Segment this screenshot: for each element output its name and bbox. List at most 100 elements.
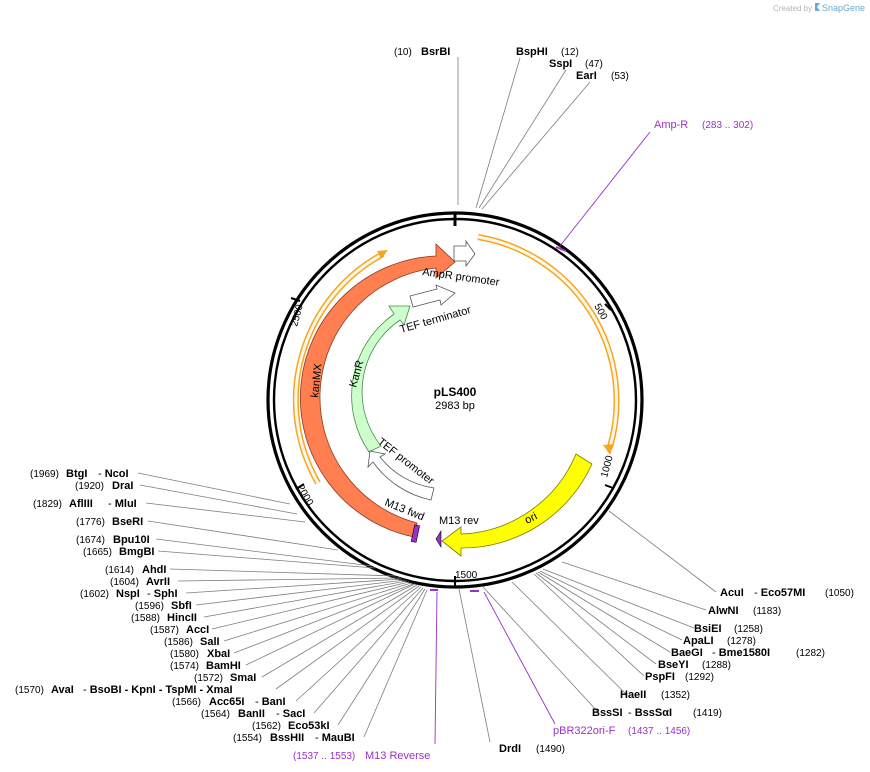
kanmx-feature[interactable] [299,243,456,538]
site-ahdi-pos: (1614) [105,565,134,576]
plasmid-name: pLS400 [434,385,477,399]
kanmx-arc-outer[interactable] [294,252,384,484]
site-apali-pos: (1278) [727,636,756,647]
site-xbai[interactable]: XbaI [207,648,230,660]
amp-r-name[interactable]: Amp-R [654,119,688,131]
site-pspfi[interactable]: PspFI [645,671,675,683]
m13-rev-label: M13 rev [439,515,479,527]
site-bme1580i[interactable]: - Bme1580I [712,647,770,659]
site-hincii-pos: (1588) [131,613,160,624]
m13-reverse-name[interactable]: M13 Reverse [365,750,430,762]
svg-text:1000: 1000 [599,454,615,479]
credit-brand: SnapGene [822,3,865,13]
ampr-promoter-arrow[interactable] [453,239,476,268]
site-drdi[interactable]: DrdI [499,743,521,755]
top-leaders [457,57,591,210]
site-bsshii[interactable]: BssHII [270,732,304,744]
site-afliii[interactable]: AflIII [69,498,93,510]
site-banii[interactable]: BanII [238,708,265,720]
site-drai[interactable]: DraI [112,480,133,492]
site-apali[interactable]: ApaLI [683,635,714,647]
ampr-arrowhead [603,444,614,455]
amp-r-leader [559,131,651,247]
site-bsrbi-pos: (10) [394,47,412,58]
site-bpu10i-pos: (1674) [76,535,105,546]
site-acui-pos: (1050) [825,588,854,599]
site-sali[interactable]: SalI [200,636,220,648]
site-bsssi-pos: (1419) [693,708,722,719]
ampr-arc[interactable] [477,235,619,448]
site-eco53ki-pos: (1562) [252,721,281,732]
site-nspi[interactable]: NspI [116,588,140,600]
tef-promoter-arrow[interactable] [367,450,435,501]
left-leaders [137,472,428,738]
site-bmgbi-pos: (1665) [83,547,112,558]
kanmx-label: kanMX [309,362,325,398]
kanr-feature[interactable] [351,305,411,453]
m13-reverse-leader [434,591,438,745]
m13-fwd-feature[interactable] [410,524,420,543]
tick-1500: 1500 [455,570,478,581]
site-eco57mi[interactable]: - Eco57MI [754,587,805,599]
site-saci[interactable]: - SacI [276,708,305,720]
m13-rev-feature[interactable] [435,529,442,549]
pbr-leader [483,591,556,725]
site-ncoi[interactable]: - NcoI [98,468,129,480]
site-bamhi[interactable]: BamHI [206,660,241,672]
site-baegi-pos: (1282) [796,648,825,659]
tick-mark-1000 [604,484,614,489]
tef-terminator-label: TEF terminator [399,304,473,336]
site-eari[interactable]: EarI [576,70,597,82]
site-sbfi[interactable]: SbfI [171,600,192,612]
site-bani[interactable]: - BanI [255,696,286,708]
site-bseyi[interactable]: BseYI [658,659,689,671]
site-eari-pos: (53) [611,71,629,82]
site-eco53ki[interactable]: Eco53kI [288,720,330,732]
site-avrii[interactable]: AvrII [146,576,170,588]
plasmid-length: 2983 bp [435,400,475,412]
site-haeii-pos: (1352) [661,690,690,701]
site-hincii[interactable]: HincII [167,612,197,624]
site-bsiei[interactable]: BsiEI [694,623,722,635]
site-pspfi-pos: (1292) [685,672,714,683]
site-drai-pos: (1920) [75,481,104,492]
site-sspi[interactable]: SspI [549,58,572,70]
site-bsiei-pos: (1258) [734,624,763,635]
site-alwni[interactable]: AlwNI [708,605,739,617]
m13-reverse-range: (1537 .. 1553) [293,751,355,762]
site-acci-pos: (1587) [150,625,179,636]
tick-1000: 1000 [599,454,615,479]
site-ahdi[interactable]: AhdI [142,564,166,576]
site-acc65i[interactable]: Acc65I [209,696,244,708]
site-xbai-pos: (1580) [170,649,199,660]
site-avrii-pos: (1604) [110,577,139,588]
site-acc65i-pos: (1566) [172,697,201,708]
site-bsphi[interactable]: BspHI [516,46,548,58]
site-sphi[interactable]: - SphI [147,588,178,600]
site-banii-pos: (1564) [201,709,230,720]
site-bmgbi[interactable]: BmgBI [119,546,154,558]
site-bsssi[interactable]: BssSI [592,707,623,719]
site-maubi[interactable]: - MauBI [315,732,355,744]
site-sspi-pos: (47) [585,59,603,70]
site-acui[interactable]: AcuI [720,587,744,599]
site-haeii[interactable]: HaeII [620,689,646,701]
tef-terminator-arrow[interactable] [409,284,456,308]
ampr-promoter-label: AmpR promoter [422,266,501,289]
site-bsphi-pos: (12) [561,47,579,58]
site-smai[interactable]: SmaI [230,672,256,684]
site-acci[interactable]: AccI [186,624,209,636]
pbr322ori-f-name[interactable]: pBR322ori-F [553,725,616,737]
site-bseri[interactable]: BseRI [112,516,143,528]
site-bpu10i[interactable]: Bpu10I [113,534,150,546]
site-avai-extra[interactable]: - BsoBI - KpnI - TspMI - XmaI [83,684,233,696]
ori-feature[interactable] [441,453,593,557]
site-btgi[interactable]: BtgI [66,468,87,480]
site-bsrbi[interactable]: BsrBI [421,46,450,58]
site-baegi[interactable]: BaeGI [671,647,703,659]
site-avai[interactable]: AvaI [51,684,74,696]
ori-label: ori [523,510,539,526]
site-mlui[interactable]: - MluI [108,498,137,510]
site-bsssai[interactable]: - BssSαI [628,707,672,719]
